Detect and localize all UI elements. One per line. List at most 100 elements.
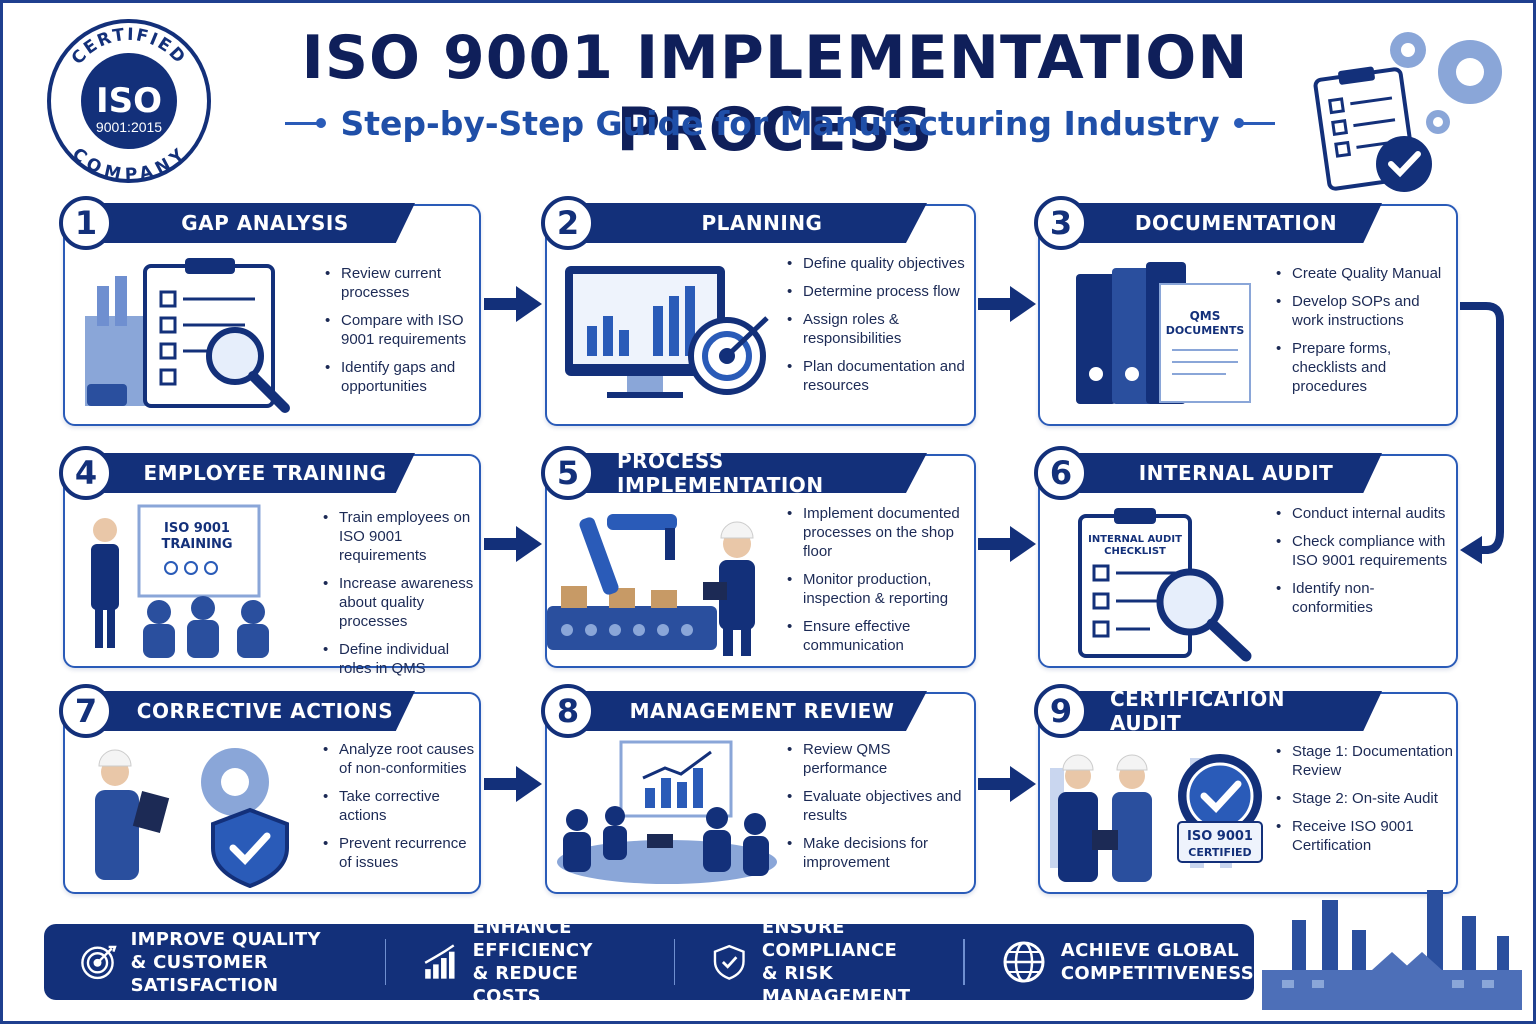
step-card-documentation: 3DOCUMENTATIONQMSDOCUMENTSCreate Quality… [1034,196,1458,426]
step-number: 6 [1034,446,1088,500]
step-bullet: Evaluate objectives and results [785,787,965,825]
step-bullet: Create Quality Manual [1274,264,1454,283]
management-review-illustration [547,738,777,893]
step-title: DOCUMENTATION [1070,203,1382,243]
step-bullet: Implement documented processes on the sh… [785,504,965,561]
page-title: ISO 9001 IMPLEMENTATION PROCESS [301,23,1249,165]
benefit-quality-line2: & CUSTOMER SATISFACTION [130,951,279,996]
illustration-label: ISO 9001 [164,521,230,536]
flow-arrow-icon [978,766,1036,802]
seal-standard-text: 9001:2015 [96,119,162,135]
step-title: GAP ANALYSIS [95,203,415,243]
step-bullet: Define individual roles in QMS [321,640,481,678]
step-number: 5 [541,446,595,500]
step-bullet: Monitor production, inspection & reporti… [785,570,965,608]
flow-arrow-icon [978,286,1036,322]
step-bullet: Plan documentation and resources [785,357,965,395]
step-number: 7 [59,684,113,738]
step-title: EMPLOYEE TRAINING [95,453,415,493]
benefit-competitiveness-line2: COMPETITIVENESS [1060,963,1254,984]
step-number: 9 [1034,684,1088,738]
step-bullet: Train employees on ISO 9001 requirements [321,508,481,565]
benefit-quality-line1: IMPROVE QUALITY [130,928,321,950]
step-bullet: Review current processes [323,264,483,302]
step-number: 2 [541,196,595,250]
corrective-actions-illustration [75,738,305,893]
flow-arrow-icon [484,766,542,802]
step-number: 1 [59,196,113,250]
iso-certified-seal: CERTIFIED COMPANY ISO 9001:2015 [47,19,211,184]
benefit-quality: IMPROVE QUALITY& CUSTOMER SATISFACTION [44,929,363,996]
step-bullet: Define quality objectives [785,254,965,273]
step-bullet: Develop SOPs and work instructions [1274,292,1454,330]
illustration-label: CHECKLIST [1104,546,1166,557]
step-bullet: Prevent recurrence of issues [321,834,481,872]
process-implementation-illustration [547,508,787,663]
step-bullet: Take corrective actions [321,787,481,825]
seal-center-text: ISO [96,81,162,121]
gears-clipboard-icon [1313,32,1502,192]
subtitle-row: Step-by-Step Guide for Manufacturing Ind… [285,100,1276,146]
step-number: 4 [59,446,113,500]
benefits-bar: IMPROVE QUALITY& CUSTOMER SATISFACTION E… [44,917,1254,1007]
illustration-label: CERTIFIED [1188,846,1251,859]
target-icon [81,945,117,980]
globe-icon [1003,941,1045,983]
benefit-compliance: ENSURE COMPLIANCE& RISK MANAGEMENT [675,917,941,1007]
step-bullet: Compare with ISO 9001 requirements [323,311,483,349]
step-bullet: Check compliance with ISO 9001 requireme… [1274,532,1454,570]
flow-arrow-icon [484,526,542,562]
step-bullet: Prepare forms, checklists and procedures [1274,339,1454,396]
planning-illustration [557,256,777,411]
step-bullet-list: Analyze root causes of non-conformitiesT… [321,740,481,881]
illustration-label: QMS [1190,309,1221,323]
step-bullet: Review QMS performance [785,740,965,778]
illustration-label: ISO 9001 [1187,829,1253,844]
flow-return-arrow-icon [1460,302,1504,564]
step-title: CORRECTIVE ACTIONS [95,691,415,731]
benefit-compliance-line1: ENSURE COMPLIANCE [761,917,898,961]
step-title: INTERNAL AUDIT [1070,453,1382,493]
benefit-divider [963,939,965,985]
step-number: 8 [541,684,595,738]
step-bullet-list: Implement documented processes on the sh… [785,504,965,664]
gap-analysis-illustration [75,256,305,421]
step-bullet: Stage 1: Documentation Review [1274,742,1454,780]
step-bullet-list: Train employees on ISO 9001 requirements… [321,508,481,687]
flow-arrow-icon [978,526,1036,562]
step-bullet: Stage 2: On-site Audit [1274,789,1454,808]
step-bullet-list: Create Quality ManualDevelop SOPs and wo… [1274,264,1454,405]
growth-chart-icon [424,944,455,979]
illustration-label: TRAINING [161,537,232,552]
step-title: PLANNING [577,203,927,243]
step-bullet: Ensure effective communication [785,617,965,655]
illustration-label: INTERNAL AUDIT [1088,534,1182,545]
step-bullet-list: Review QMS performanceEvaluate objective… [785,740,965,881]
subtitle-divider-left [285,117,327,128]
step-bullet: Increase awareness about quality process… [321,574,481,631]
benefit-competitiveness-line1: ACHIEVE GLOBAL [1060,940,1239,961]
step-number: 3 [1034,196,1088,250]
shield-check-icon [714,944,746,980]
step-title: CERTIFICATION AUDIT [1070,691,1382,731]
page-subtitle: Step-by-Step Guide for Manufacturing Ind… [340,103,1220,143]
step-bullet: Determine process flow [785,282,965,301]
step-bullet: Identify gaps and opportunities [323,358,483,396]
step-title: MANAGEMENT REVIEW [577,691,927,731]
factory-skyline-icon [1262,890,1522,1010]
benefit-divider [673,939,676,985]
step-bullet: Identify non-conformities [1274,579,1454,617]
benefit-efficiency: ENHANCE EFFICIENCY& REDUCE COSTS [386,917,652,1007]
